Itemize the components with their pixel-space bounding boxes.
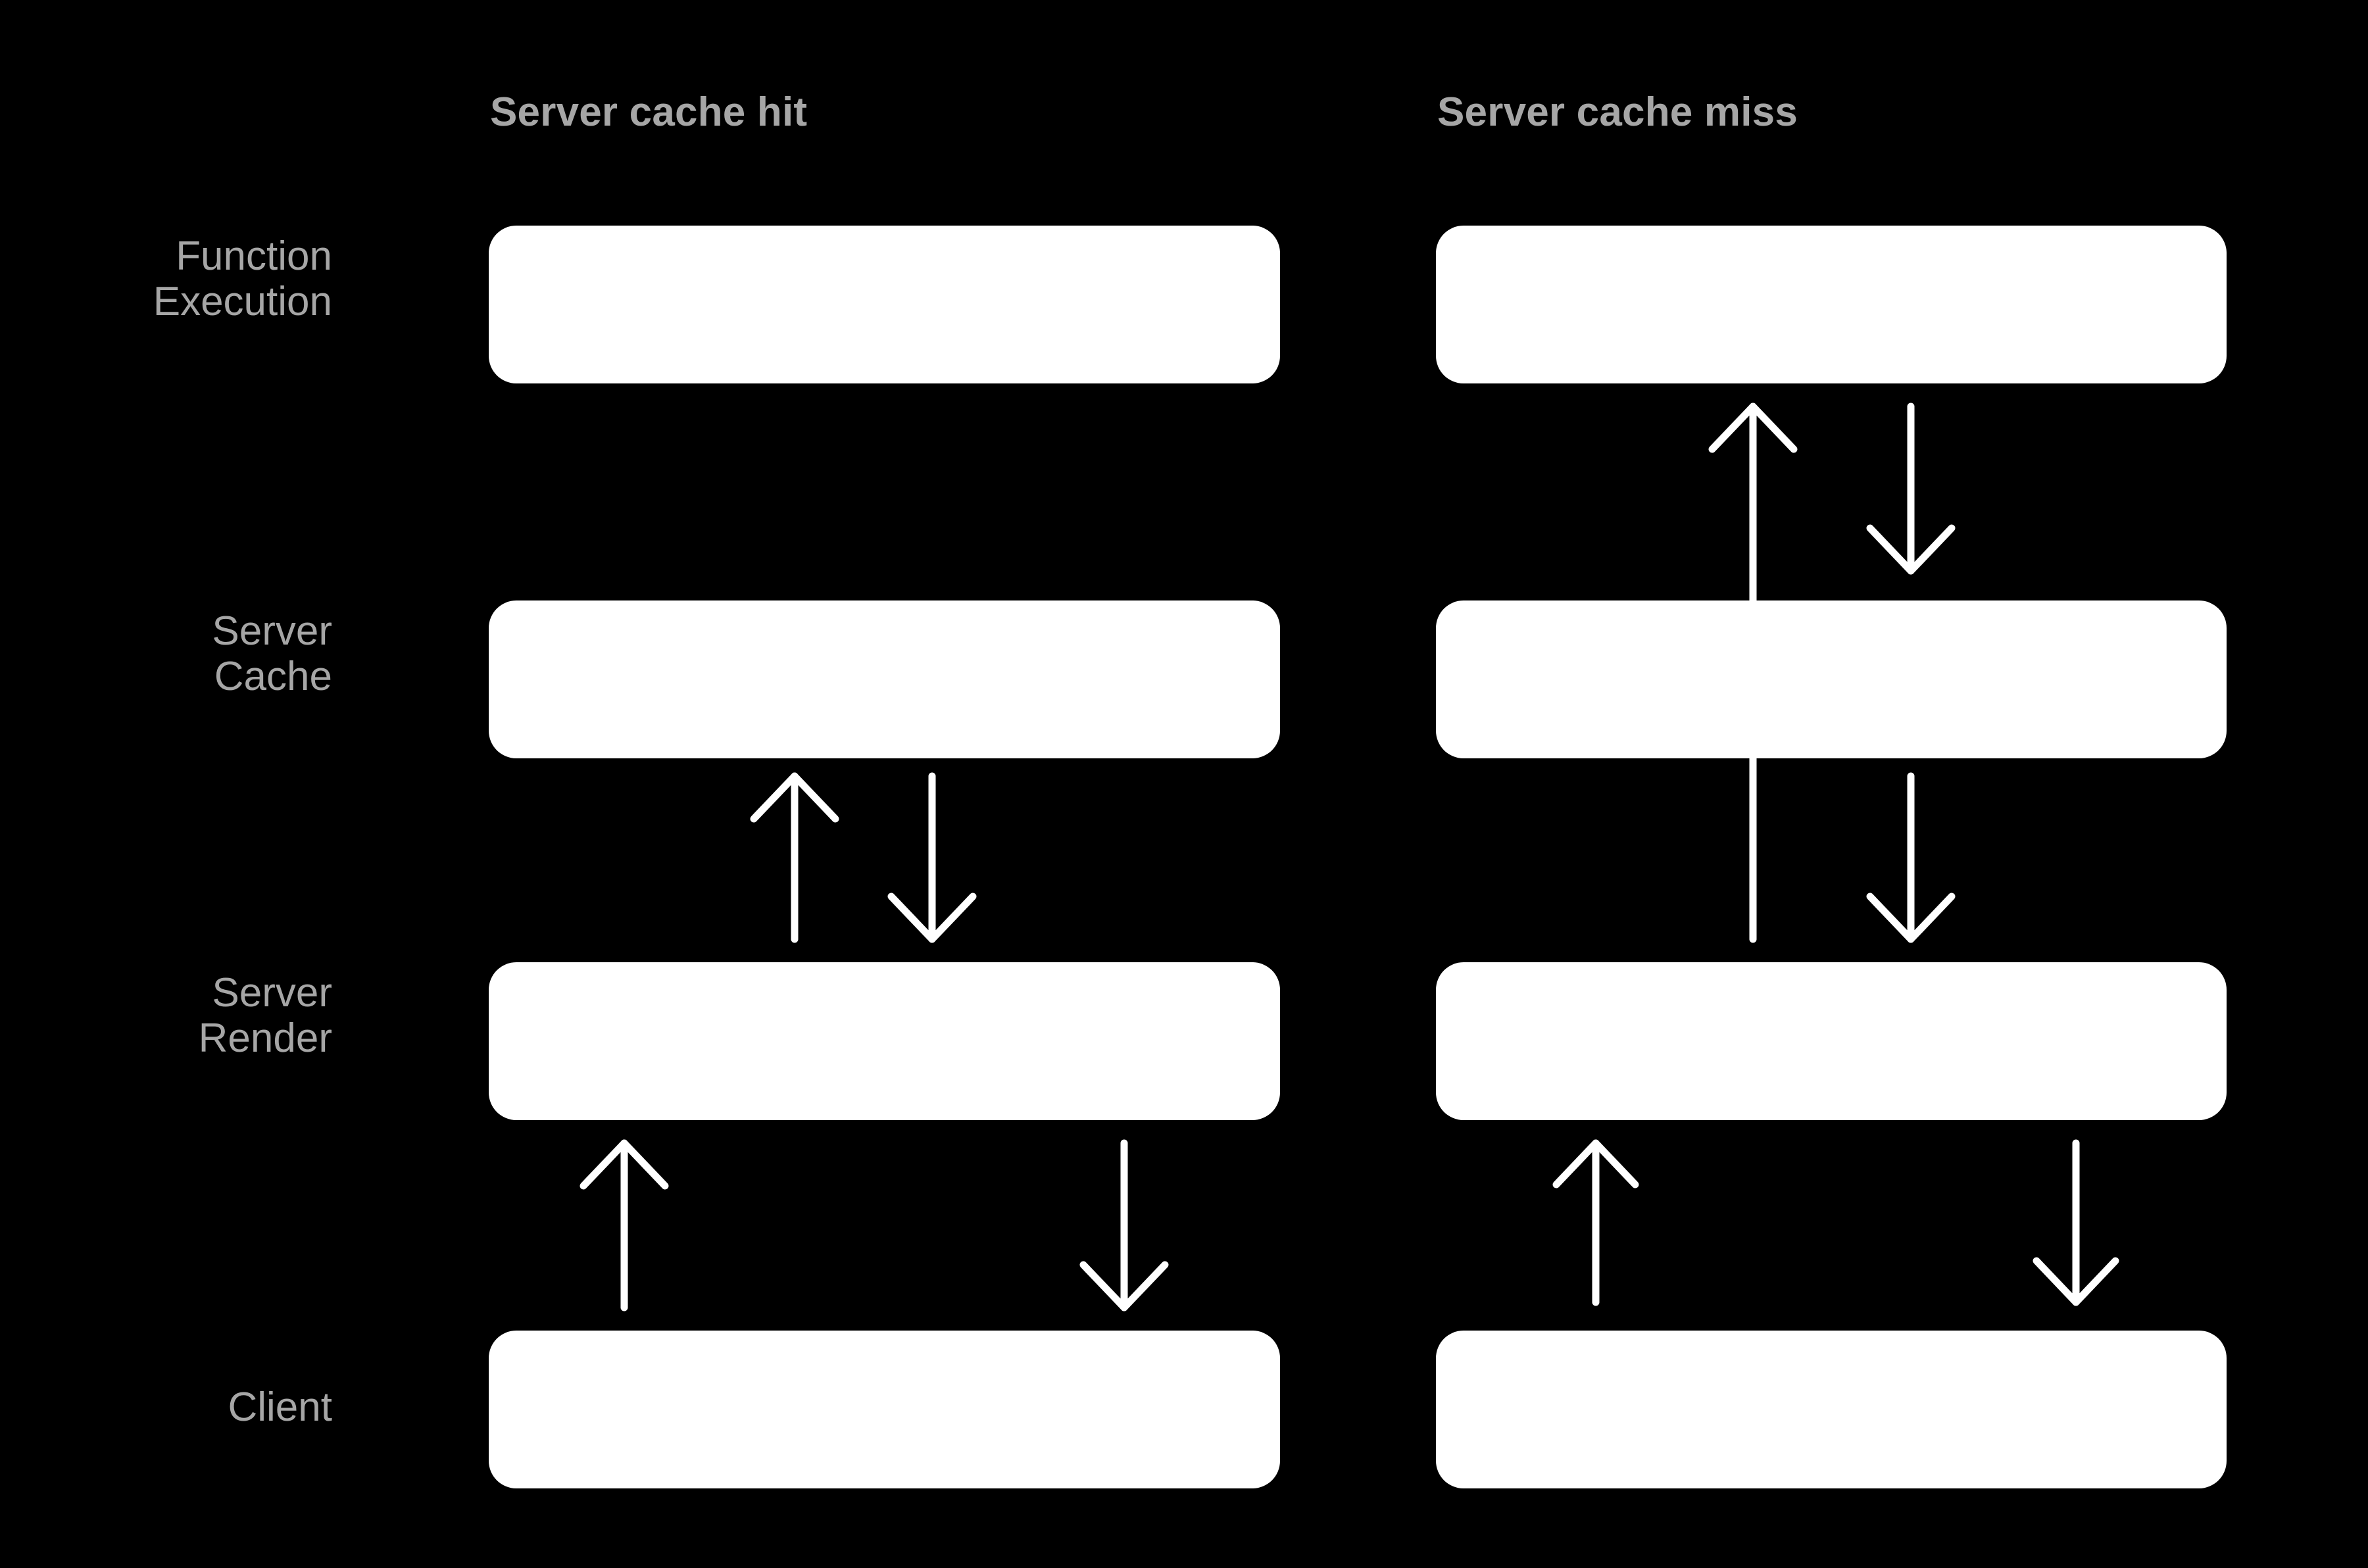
- node-hit-server-cache[interactable]: [489, 600, 1280, 758]
- column-header-server-cache-miss: Server cache miss: [1437, 89, 1798, 135]
- node-hit-server-render[interactable]: [489, 962, 1280, 1120]
- node-hit-client[interactable]: [489, 1331, 1280, 1488]
- node-miss-function-execution[interactable]: [1436, 226, 2227, 383]
- row-label-client: Client: [228, 1384, 332, 1430]
- node-miss-server-cache[interactable]: [1436, 600, 2227, 758]
- node-miss-client[interactable]: [1436, 1331, 2227, 1488]
- row-label-server-cache: Server Cache: [212, 608, 332, 700]
- row-label-function-execution: Function Execution: [153, 233, 332, 325]
- node-miss-server-render[interactable]: [1436, 962, 2227, 1120]
- row-label-server-render: Server Render: [198, 970, 332, 1062]
- column-header-server-cache-hit: Server cache hit: [490, 89, 808, 135]
- node-hit-function-execution[interactable]: [489, 226, 1280, 383]
